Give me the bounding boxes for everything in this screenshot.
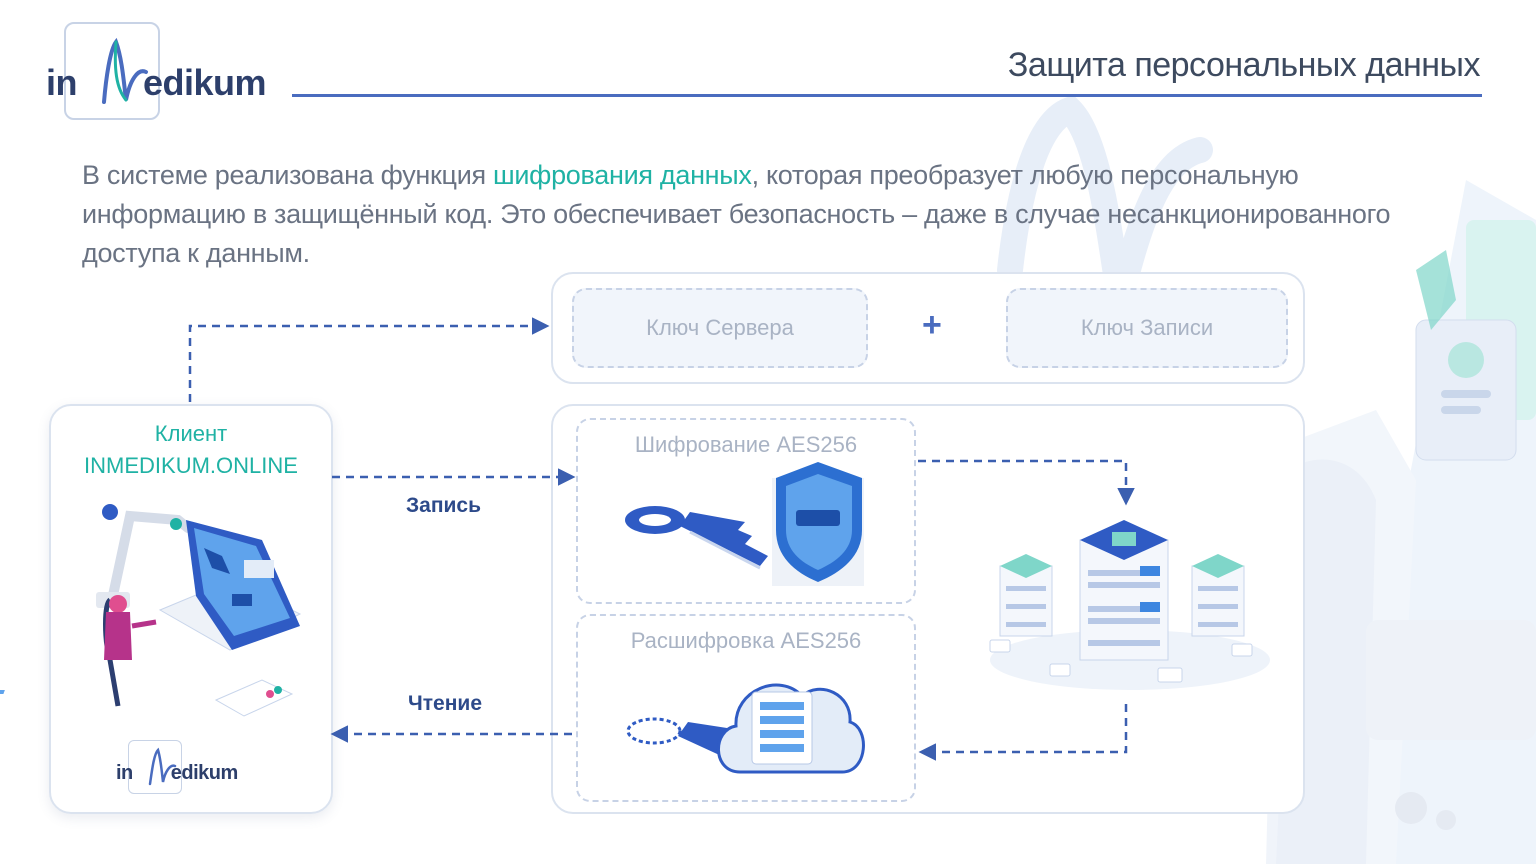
server-key-box: Ключ Сервера [572, 288, 868, 368]
title-underline [292, 94, 1482, 97]
document-card [0, 679, 294, 717]
page-title: Защита персональных данных [1007, 46, 1481, 84]
arrow-server-to-decrypt [918, 704, 1128, 761]
cloud-server-icon [717, 683, 865, 774]
decryption-label: Расшифровка AES256 [630, 628, 862, 653]
client-title: Клиент INMEDIKUM.ONLINE [84, 421, 298, 478]
logo-m-icon [102, 37, 148, 104]
record-key-box: Ключ Записи [1006, 288, 1288, 368]
shield-icon [772, 462, 864, 586]
arrow-encrypt-to-server [918, 459, 1135, 506]
encryption-label: Шифрование AES256 [634, 432, 858, 457]
write-flow-label: Запись [406, 494, 482, 517]
server-stack-icon [989, 520, 1270, 690]
plus-sign: + [922, 306, 942, 344]
intro-highlight: шифрования данных [493, 160, 752, 190]
side-server-right [1191, 554, 1245, 637]
read-flow-label: Чтение [408, 692, 482, 715]
main-server [1079, 520, 1169, 661]
side-server-left [999, 554, 1053, 637]
client-logo-frame [128, 740, 182, 794]
arrow-client-to-keys [188, 317, 550, 402]
client-logo-m-icon [148, 747, 177, 786]
laptop-robot-icon [0, 504, 302, 717]
intro-paragraph: В системе реализована функция шифрования… [82, 160, 1391, 268]
key-icon [625, 506, 768, 570]
